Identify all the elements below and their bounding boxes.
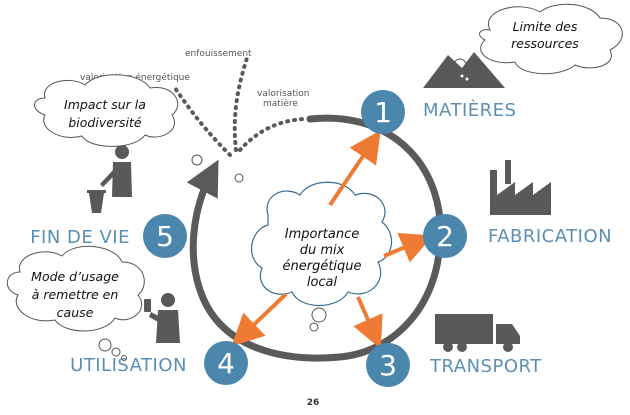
center-cloud: Importance du mix énergétique local xyxy=(250,181,393,306)
stage-5: 5 FIN DE VIE xyxy=(30,214,187,258)
trash-user-icon xyxy=(87,145,132,213)
biodiversity-cloud: Impact sur la biodiversité xyxy=(34,74,179,147)
stage-2-label: FABRICATION xyxy=(488,226,612,247)
arrow-to-stage-4 xyxy=(231,292,288,347)
center-text-2: du mix xyxy=(300,243,345,258)
usage-text-1: Mode d’usage xyxy=(31,269,119,284)
usage-cloud: Mode d’usage à remettre en cause xyxy=(6,245,145,332)
landfill-label: enfouissement xyxy=(185,49,252,59)
material-recovery-dots xyxy=(238,117,307,152)
stage-4-number: 4 xyxy=(217,347,235,380)
truck-icon xyxy=(435,314,520,352)
arrow-to-stage-3 xyxy=(353,296,383,349)
stage-3-circle xyxy=(366,343,410,387)
stage-3: 3 TRANSPORT xyxy=(366,343,542,387)
material-recovery-label-2: matière xyxy=(263,98,298,109)
stage-3-label: TRANSPORT xyxy=(429,356,542,377)
stage-1-circle xyxy=(361,90,405,134)
stage-4-circle xyxy=(204,341,248,385)
stage-1: 1 MATIÈRES xyxy=(361,90,516,134)
stage-1-number: 1 xyxy=(374,96,392,129)
biodiversity-text-1: Impact sur la xyxy=(64,97,146,112)
lifecycle-ring xyxy=(186,114,444,362)
stage-2: 2 FABRICATION xyxy=(423,214,612,258)
factory-icon xyxy=(490,160,551,215)
stage-5-circle xyxy=(143,214,187,258)
stage-1-label: MATIÈRES xyxy=(423,99,516,121)
center-text-3: énergétique xyxy=(282,259,361,274)
stage-3-number: 3 xyxy=(379,349,397,382)
stage-5-label: FIN DE VIE xyxy=(30,227,130,248)
stage-2-number: 2 xyxy=(436,220,454,253)
stage-5-number: 5 xyxy=(156,220,174,253)
stage-4: 4 UTILISATION xyxy=(70,341,248,385)
usage-text-3: cause xyxy=(57,305,94,320)
thought-bubbles xyxy=(98,58,467,361)
usage-text-2: à remettre en xyxy=(32,287,119,302)
arrow-to-stage-1 xyxy=(328,130,381,207)
mountain-icon xyxy=(423,52,505,88)
center-text-1: Importance xyxy=(285,227,360,242)
stage-2-circle xyxy=(423,214,467,258)
influence-arrows xyxy=(231,130,434,349)
arrow-to-stage-2 xyxy=(383,233,434,263)
material-recovery-label-1: valorisation xyxy=(257,89,310,99)
center-text-4: local xyxy=(307,275,338,290)
resources-cloud: Limite des ressources xyxy=(479,3,623,75)
page-number: 26 xyxy=(307,398,320,408)
biodiversity-text-2: biodiversité xyxy=(68,115,142,130)
energy-recovery-dots xyxy=(173,86,232,157)
landfill-dots xyxy=(232,53,250,152)
resources-text-2: ressources xyxy=(511,36,579,51)
resources-text-1: Limite des xyxy=(513,19,578,34)
stage-4-label: UTILISATION xyxy=(70,355,187,376)
phone-user-icon xyxy=(144,293,180,343)
